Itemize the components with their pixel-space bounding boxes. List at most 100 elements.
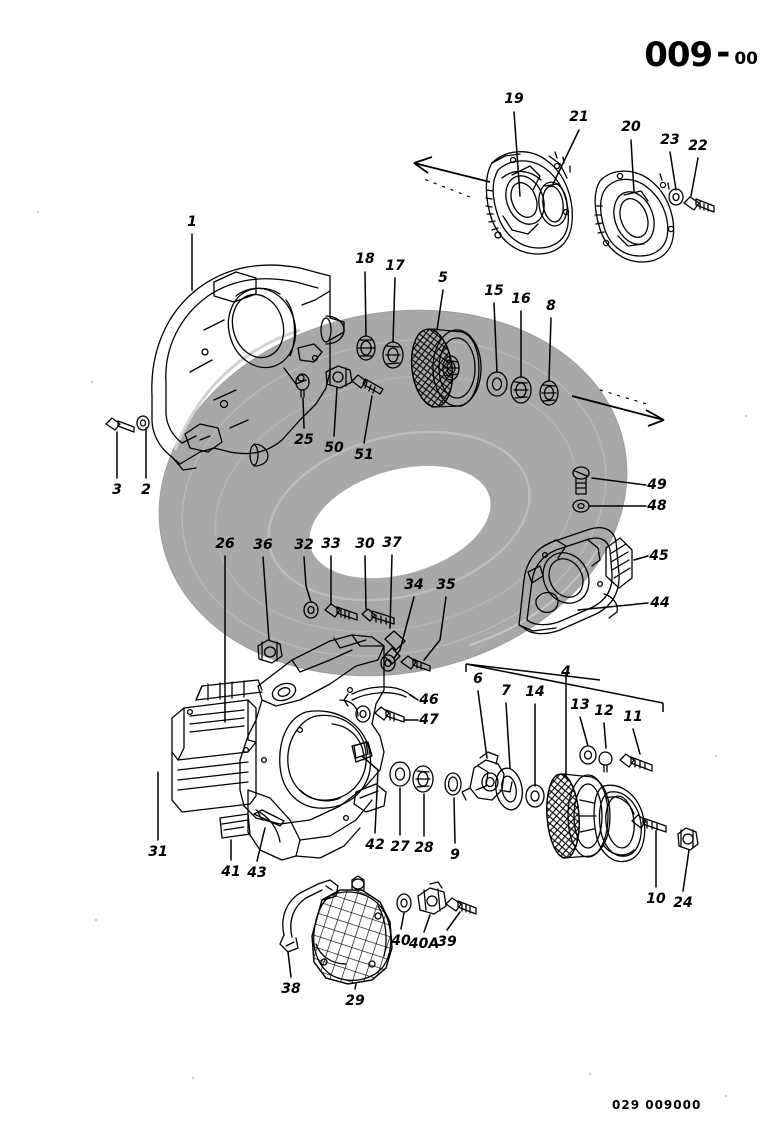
callout-37: 37 [382, 535, 402, 551]
callout-50: 50 [324, 440, 344, 456]
callout-40a: 40A [408, 936, 440, 952]
part-27-washer [389, 761, 411, 787]
part-50-fitting [325, 365, 353, 389]
callout-16: 16 [511, 291, 531, 307]
part-9-seal-ring [444, 772, 462, 796]
callout-31: 31 [148, 844, 168, 860]
part-13-washer [579, 745, 597, 765]
sheet-group-number: 009 [644, 35, 713, 75]
callout-12: 12 [594, 703, 614, 719]
part-48-washer [572, 499, 590, 513]
part-23-washer [668, 188, 684, 206]
part-26-crankcase [239, 634, 387, 861]
part-11-bolt [619, 753, 653, 772]
callout-46: 46 [419, 692, 439, 708]
part-28-bearing [412, 765, 434, 793]
part-47-washer-bolt [355, 705, 405, 723]
part-4-cam-gear [546, 773, 611, 859]
callout-40: 40 [391, 933, 411, 949]
callout-35: 35 [436, 577, 456, 593]
callout-2: 2 [141, 482, 151, 498]
callout-26: 26 [215, 536, 235, 552]
part-10-bolt [631, 814, 667, 833]
callout-48: 48 [647, 498, 667, 514]
part-32-washer [303, 601, 319, 619]
part-40-washer [396, 893, 412, 913]
part-11-pulley-hub [593, 784, 646, 863]
group-bracket-4 [465, 663, 664, 712]
part-2-washer [136, 415, 150, 431]
callout-43: 43 [247, 865, 267, 881]
part-16-bearing [510, 376, 532, 404]
part-3-bolt [105, 417, 135, 433]
callout-25: 25 [294, 432, 314, 448]
callout-18: 18 [355, 251, 375, 267]
part-14-washer [525, 784, 545, 808]
callout-10: 10 [646, 891, 666, 907]
part-21-seal-ring [538, 181, 568, 227]
callout-47: 47 [419, 712, 439, 728]
callout-39: 39 [437, 934, 457, 950]
part-33-bolt [324, 603, 358, 621]
callout-8: 8 [546, 298, 556, 314]
assembly-direction-arrows [413, 156, 665, 681]
callout-21: 21 [569, 109, 589, 125]
callout-7: 7 [501, 683, 511, 699]
part-22-bolt [683, 196, 715, 213]
part-1-upper-housing [151, 264, 345, 471]
part-39-bolt [445, 897, 477, 915]
part-6-oil-pump [461, 751, 513, 801]
callout-15: 15 [484, 283, 504, 299]
callout-1: 1 [187, 214, 197, 230]
part-41-gasket [219, 813, 251, 839]
callout-36: 36 [253, 537, 273, 553]
leader-lines [116, 111, 699, 990]
part-42-bracket [351, 741, 373, 763]
sheet-sub-number: 00 [734, 49, 758, 69]
part-24-nut [677, 827, 699, 851]
part-30-bolt [361, 608, 395, 625]
callout-32: 32 [294, 537, 314, 553]
sheet-number-header: 009 - 00 [644, 36, 758, 72]
sheet-dash: - [716, 33, 731, 73]
part-18-bearing [356, 335, 376, 361]
part-17-bearing [382, 341, 404, 369]
callout-22: 22 [688, 138, 708, 154]
part-45-dowel [605, 537, 633, 589]
callout-19: 19 [504, 91, 524, 107]
part-15-washer [486, 371, 508, 397]
callout-41: 41 [221, 864, 241, 880]
callout-33: 33 [321, 536, 341, 552]
part-44-timing-cover [518, 527, 620, 635]
part-12-pin [598, 751, 613, 773]
part-31-oil-cooler [171, 679, 263, 813]
callout-3: 3 [112, 482, 122, 498]
part-40a-bracket [417, 881, 447, 915]
part-19-housing-cover [485, 151, 573, 255]
part-49-screw [572, 466, 590, 495]
drawing-reference-code: 029 009000 [612, 1098, 702, 1112]
part-34-washer [380, 654, 396, 672]
callout-11: 11 [623, 709, 643, 725]
callout-6: 6 [473, 671, 483, 687]
callout-23: 23 [660, 132, 680, 148]
callout-28: 28 [414, 840, 434, 856]
callout-27: 27 [390, 839, 410, 855]
callout-24: 24 [673, 895, 693, 911]
part-46-oil-pipe [343, 686, 415, 707]
callout-5: 5 [438, 270, 448, 286]
callout-49: 49 [647, 477, 667, 493]
callout-45: 45 [649, 548, 669, 564]
callout-38: 38 [281, 981, 301, 997]
callout-42: 42 [365, 837, 385, 853]
callout-29: 29 [345, 993, 365, 1009]
callout-14: 14 [525, 684, 545, 700]
part-20-flange-plate [594, 170, 675, 263]
part-38-pickup-tube [279, 879, 339, 953]
part-35-bolt [400, 655, 431, 672]
part-8-bush [539, 380, 559, 406]
part-29-oil-strainer [311, 875, 393, 985]
part-5-timing-gear [410, 328, 482, 408]
